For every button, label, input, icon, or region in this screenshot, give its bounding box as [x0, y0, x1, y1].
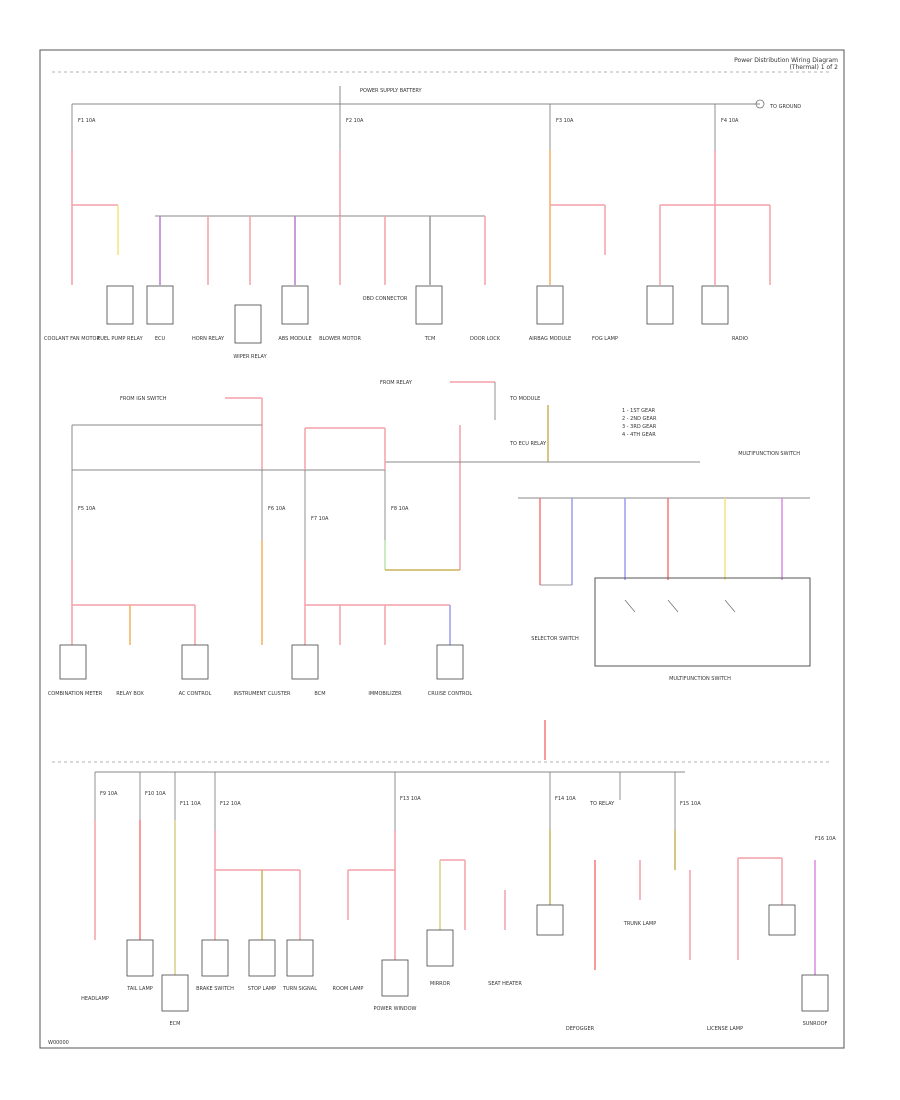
legend-item-3: 3 - 3RD GEAR: [622, 424, 657, 430]
bottom-wires: [94, 820, 816, 975]
mid-label-3: AC CONTROL: [179, 691, 212, 697]
mid-label-2: RELAY BOX: [116, 691, 144, 697]
bottom-label-3: ECM: [170, 1021, 181, 1027]
bottom-fuse-3: F11 10A: [180, 801, 201, 807]
bottom-label-7: ROOM LAMP: [333, 986, 364, 992]
legend-item-4: 4 - 4TH GEAR: [622, 432, 656, 438]
top-label-5: WIPER RELAY: [233, 354, 267, 360]
switch-panel-caption: MULTIFUNCTION SWITCH: [669, 676, 731, 682]
bottom-label-13: LICENSE LAMP: [707, 1026, 743, 1032]
bottom-fuse-8: F16 10A: [815, 836, 836, 842]
mid-label-4: INSTRUMENT CLUSTER: [234, 691, 292, 697]
mid-fuse-2: F6 10A: [268, 506, 286, 512]
mid-left-source-label: FROM IGN SWITCH: [120, 396, 167, 402]
diagram-subtitle: (Thermal) 1 of 2: [789, 64, 838, 71]
top-source-label: POWER SUPPLY BATTERY: [360, 88, 423, 94]
bottom-label-12: TRUNK LAMP: [623, 921, 656, 927]
top-label-12: FOG LAMP: [592, 336, 618, 342]
top-fuse-1: F1 10A: [78, 118, 96, 124]
top-label-7: BLOWER MOTOR: [319, 336, 361, 342]
mid-fuse-1: F5 10A: [78, 506, 96, 512]
bottom-label-6: TURN SIGNAL: [282, 986, 317, 992]
mid-fuse-3: F7 10A: [311, 516, 329, 522]
bottom-label-10: SEAT HEATER: [488, 981, 522, 987]
legend-item-2: 2 - 2ND GEAR: [622, 416, 657, 422]
top-components: [106, 285, 729, 344]
mid-label-6: IMMOBILIZER: [368, 691, 402, 697]
top-label-11: AIRBAG MODULE: [529, 336, 571, 342]
ecu-relay-label: TO ECU RELAY: [509, 441, 547, 447]
diagram-frame: [39, 49, 845, 1049]
top-label-13: RADIO: [732, 336, 748, 342]
mid-fuse-4: F8 10A: [391, 506, 409, 512]
mid-legend: 1 - 1ST GEAR 2 - 2ND GEAR 3 - 3RD GEAR 4…: [622, 408, 657, 438]
mid-label-7: CRUISE CONTROL: [428, 691, 473, 697]
top-section: POWER SUPPLY BATTERY TO GROUND F1 10A F2…: [44, 86, 801, 360]
top-fuse-drops: F1 10A F2 10A F3 10A F4 10A: [71, 104, 739, 150]
bottom-fuse-4: F12 10A: [220, 801, 241, 807]
top-label-9: TCM: [424, 336, 436, 342]
top-fuse-4: F4 10A: [721, 118, 739, 124]
top-component-labels: COOLANT FAN MOTOR FUEL PUMP RELAY ECU HO…: [44, 296, 748, 360]
bottom-label-14: SUNROOF: [803, 1021, 828, 1027]
selector-switch-label: SELECTOR SWITCH: [531, 636, 579, 642]
top-label-2: FUEL PUMP RELAY: [97, 336, 143, 342]
top-label-10: DOOR LOCK: [470, 336, 501, 342]
top-label-8: OBD CONNECTOR: [363, 296, 408, 302]
switch-panel-header: MULTIFUNCTION SWITCH: [738, 451, 800, 457]
mid-label-5: BCM: [314, 691, 325, 697]
top-fuse-3: F3 10A: [556, 118, 574, 124]
legend-item-1: 1 - 1ST GEAR: [622, 408, 656, 414]
top-label-1: COOLANT FAN MOTOR: [44, 336, 100, 342]
bottom-fuse-drops: F9 10A F10 10A F11 10A F12 10A F13 10A F…: [94, 772, 836, 842]
top-label-6: ABS MODULE: [278, 336, 311, 342]
bottom-label-2: TAIL LAMP: [126, 986, 153, 992]
mid-component-labels: COMBINATION METER RELAY BOX AC CONTROL I…: [48, 691, 473, 697]
bottom-label-9: MIRROR: [430, 981, 451, 987]
mid-components: [59, 644, 464, 680]
top-ground-label: TO GROUND: [769, 104, 801, 110]
bottom-fuse-5: F13 10A: [400, 796, 421, 802]
bottom-label-1: HEADLAMP: [81, 996, 109, 1002]
bottom-components: [126, 904, 829, 1012]
bottom-component-labels: HEADLAMP TAIL LAMP ECM BRAKE SWITCH STOP…: [81, 921, 827, 1032]
top-label-3: ECU: [155, 336, 166, 342]
bottom-fuse-7: F15 10A: [680, 801, 701, 807]
bottom-fuse-2: F10 10A: [145, 791, 166, 797]
bottom-fuse-1: F9 10A: [100, 791, 118, 797]
mid-wires: [71, 540, 460, 645]
bottom-section: F9 10A F10 10A F11 10A F12 10A F13 10A F…: [52, 761, 836, 1032]
bottom-relay-label: TO RELAY: [589, 801, 615, 807]
mid-fuse-drops: F5 10A F6 10A F7 10A F8 10A: [71, 470, 409, 560]
top-wires: [71, 150, 771, 285]
bottom-label-4: BRAKE SWITCH: [196, 986, 234, 992]
top-fuse-2: F2 10A: [346, 118, 364, 124]
diagram-title: Power Distribution Wiring Diagram: [734, 57, 838, 64]
mid-center-source-label: FROM RELAY: [380, 380, 413, 386]
bottom-label-8: POWER WINDOW: [373, 1006, 416, 1012]
multifunction-switch-panel: MULTIFUNCTION SWITCH SELECTOR SWITCH MUL…: [518, 451, 811, 682]
mid-right-source-label: TO MODULE: [509, 396, 540, 402]
mid-label-1: COMBINATION METER: [48, 691, 103, 697]
bottom-fuse-6: F14 10A: [555, 796, 576, 802]
bottom-label-11: DEFOGGER: [566, 1026, 595, 1032]
footer-code: W00000: [48, 1040, 69, 1046]
top-label-4: HORN RELAY: [192, 336, 225, 342]
bottom-label-5: STOP LAMP: [248, 986, 276, 992]
middle-section: FROM IGN SWITCH FROM RELAY TO MODULE TO …: [48, 380, 811, 760]
